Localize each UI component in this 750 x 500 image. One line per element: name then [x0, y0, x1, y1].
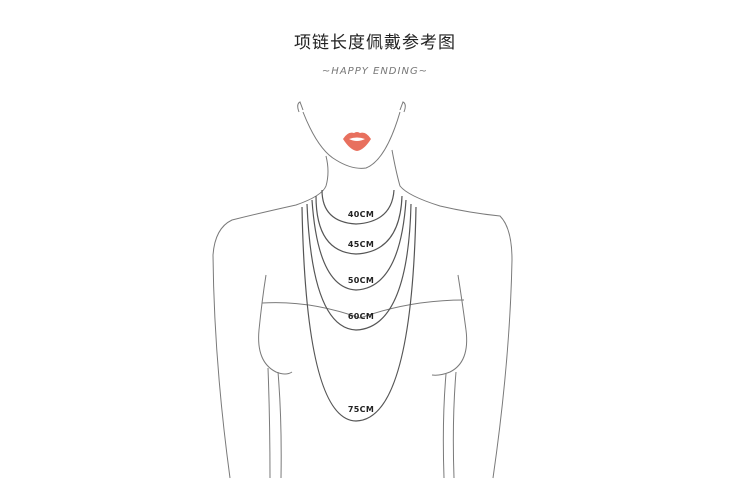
- lips-icon: [343, 132, 371, 151]
- figure-outline: [212, 101, 513, 479]
- necklace-label-45cm: 45CM: [347, 240, 375, 249]
- left-bust-curve: [258, 329, 293, 375]
- face-jaw: [302, 111, 401, 169]
- bust-top-line: [261, 299, 465, 319]
- left-ear: [297, 101, 304, 113]
- right-armpit-line: [457, 274, 467, 331]
- left-torso-side: [267, 367, 271, 479]
- necklace-label-50cm: 50CM: [347, 276, 375, 285]
- necklace-label-60cm: 60CM: [347, 312, 375, 321]
- brand-subtitle: ~HAPPY ENDING~: [321, 66, 429, 77]
- chain-50cm: [311, 199, 407, 291]
- left-neck-shoulder: [212, 155, 329, 256]
- chain-40cm: [321, 189, 395, 225]
- left-torso-inner: [277, 371, 282, 479]
- necklace-label-75cm: 75CM: [347, 405, 375, 414]
- left-armpit-line: [258, 274, 267, 331]
- right-arm-outer: [492, 259, 513, 479]
- right-bust-curve: [431, 329, 468, 376]
- chain-75cm: [301, 206, 417, 422]
- chain-60cm: [306, 203, 412, 331]
- right-neck-shoulder: [391, 149, 513, 261]
- left-arm-outer: [212, 254, 231, 479]
- right-torso-inner: [442, 373, 447, 479]
- necklace-label-40cm: 40CM: [347, 210, 375, 219]
- right-ear: [399, 101, 406, 113]
- necklace-chains: [301, 189, 417, 422]
- page-title: 项链长度佩戴参考图: [294, 33, 456, 53]
- chain-45cm: [315, 195, 403, 255]
- right-torso-side: [452, 371, 457, 479]
